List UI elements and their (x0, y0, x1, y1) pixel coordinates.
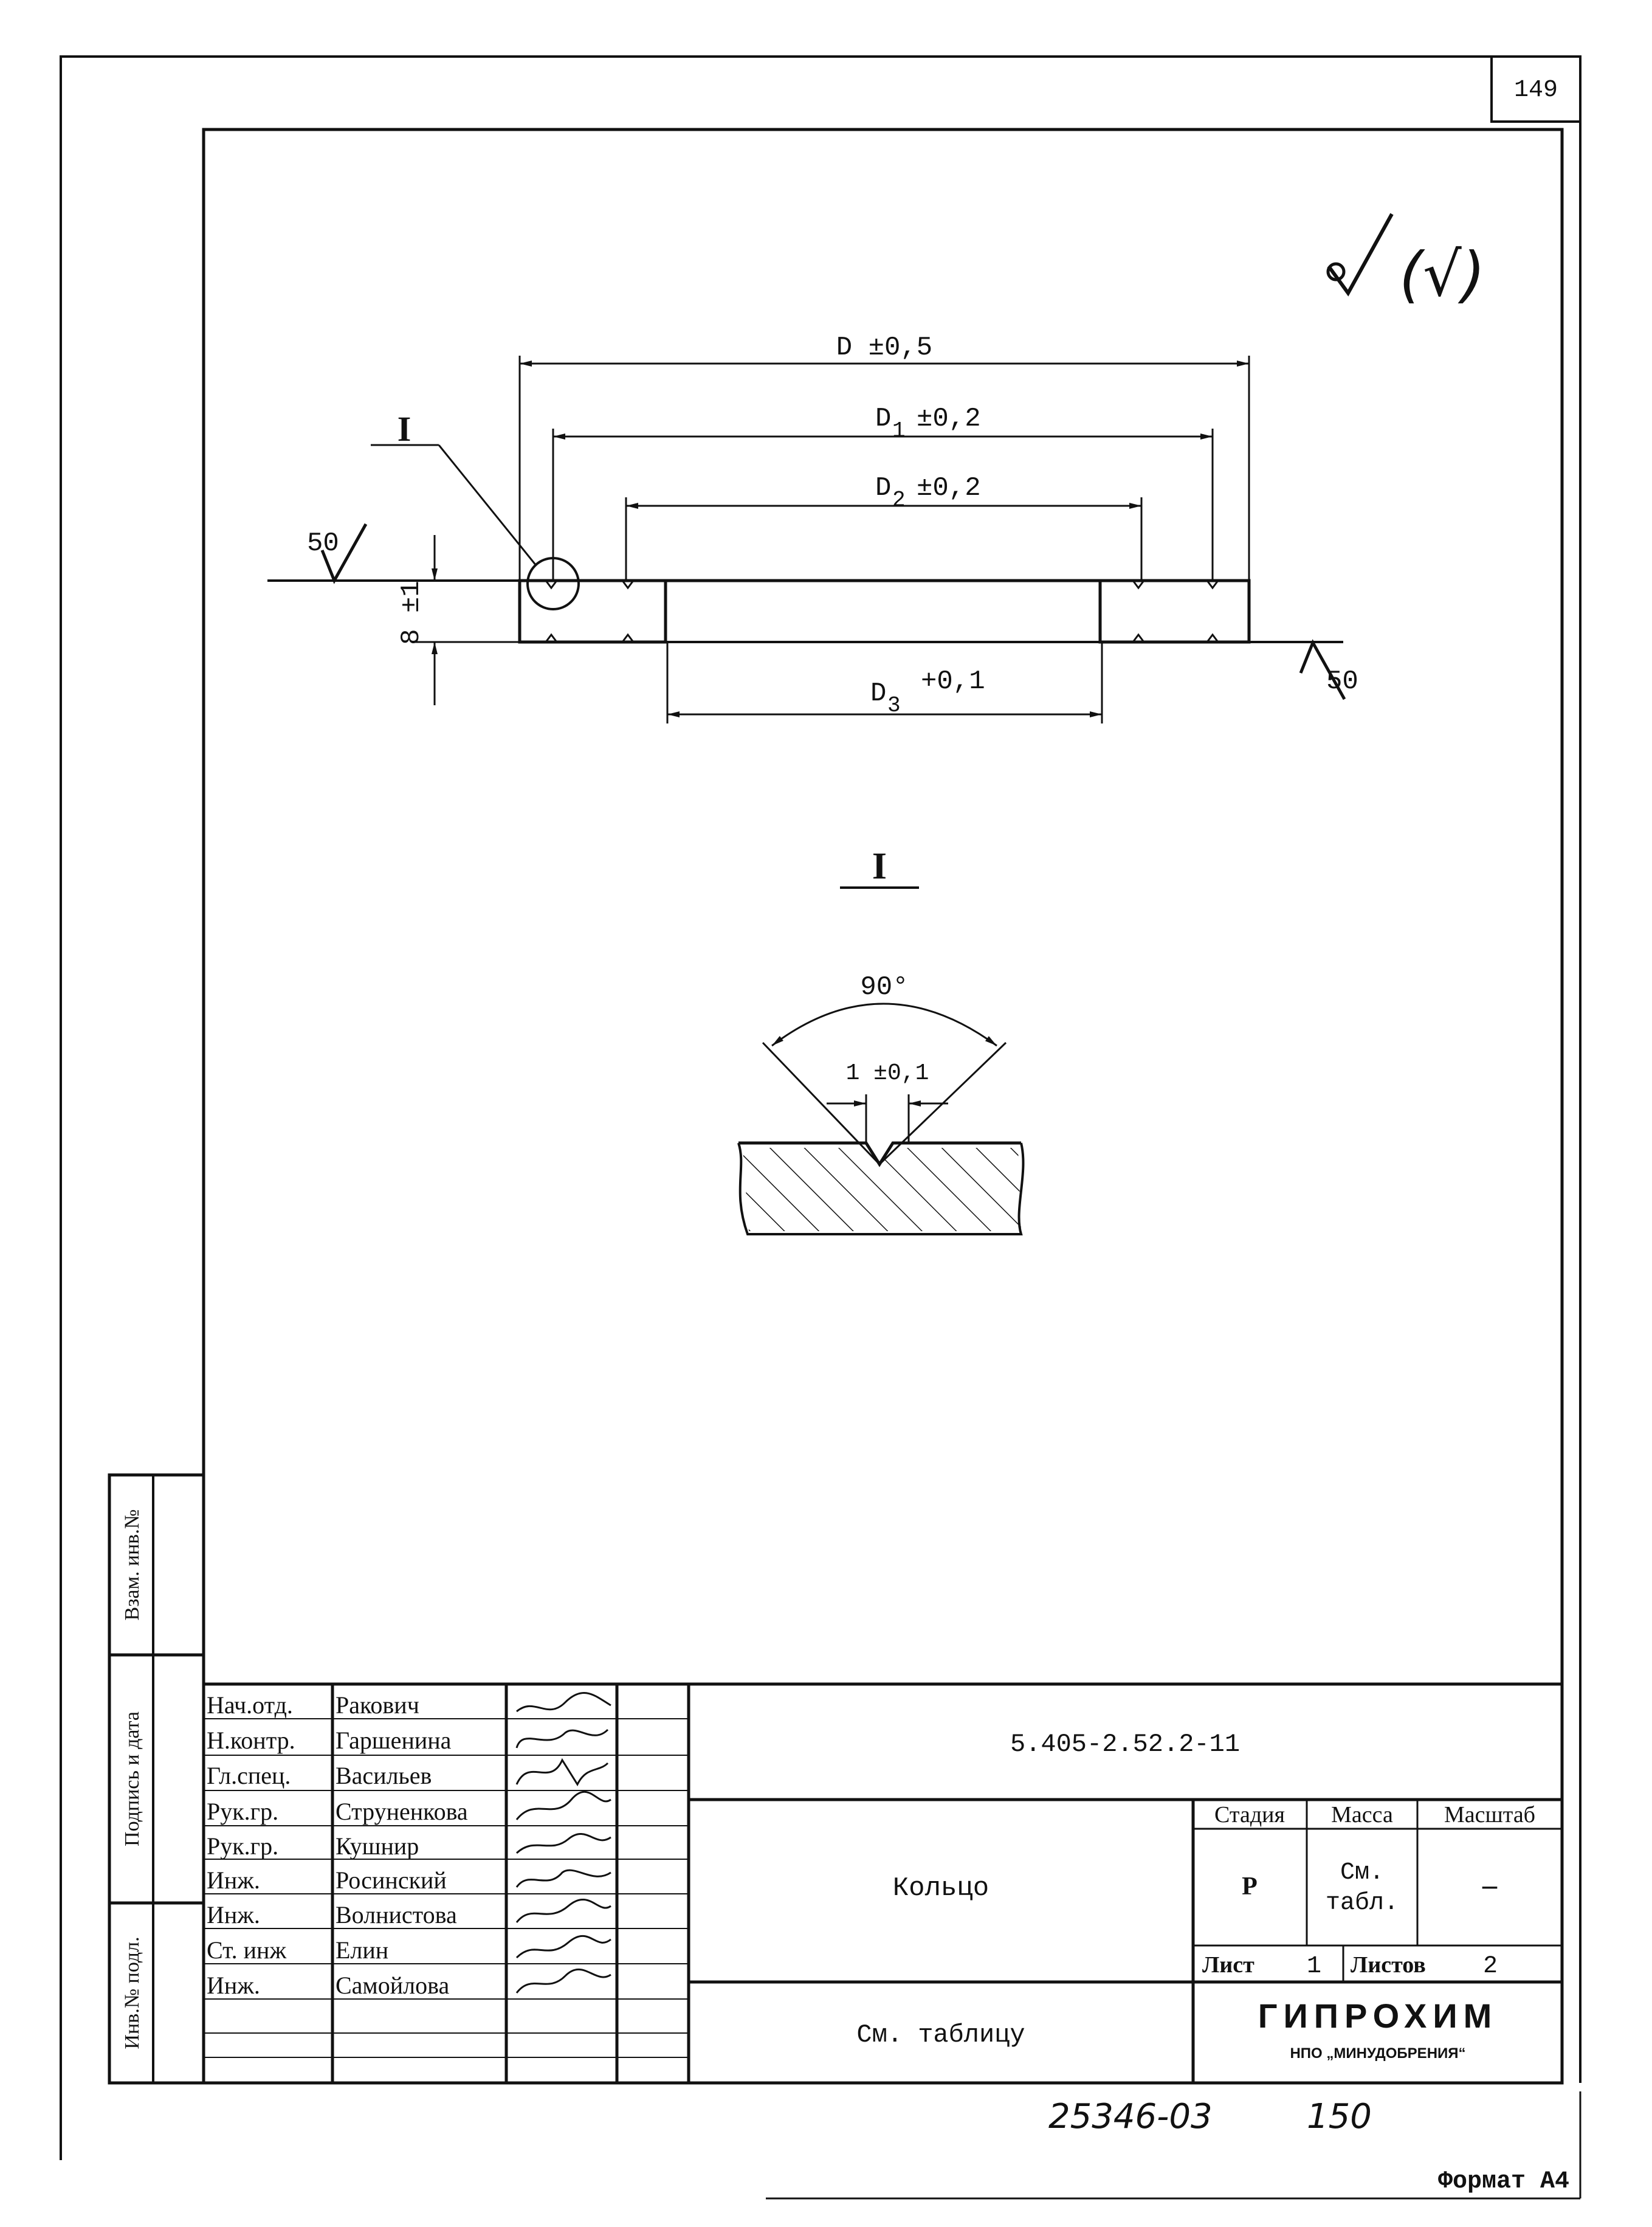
dim-D1-label: D (875, 404, 891, 434)
detail-angle-label: 90° (860, 972, 908, 1003)
material: См. таблицу (856, 2020, 1025, 2049)
side-stamp-podpis: Подпись и дата (121, 1711, 143, 1846)
title-block: Нач.отд. Ракович Н.контр. Гаршенина Гл.с… (204, 1682, 1562, 2083)
doc-number: 5.405-2.52.2-11 (1010, 1730, 1240, 1759)
archive-page: 150 (1307, 2097, 1372, 2136)
role-6: Инж. (207, 1866, 260, 1894)
mass-label: Масса (1331, 1802, 1393, 1828)
dim-D1: D 1 ±0,2 (553, 404, 1213, 443)
org-subtitle: НПО „МИНУДОБРЕНИЯ“ (1290, 2045, 1465, 2062)
roughness-general: (√) (1326, 213, 1485, 310)
detail-view: I 90° 1 ±0,1 (737, 846, 1025, 1235)
inner-frame (202, 120, 1581, 2200)
sheet-value: 1 (1307, 1953, 1321, 1980)
role-9: Инж. (207, 1972, 260, 1999)
role-4: Рук.гр. (207, 1798, 278, 1825)
scale-value: – (1482, 1869, 1498, 1901)
dim-D2-label: D (875, 473, 891, 503)
name-7: Волнистова (336, 1901, 457, 1928)
signature-grid: Нач.отд. Ракович Н.контр. Гаршенина Гл.с… (204, 1684, 689, 2083)
sheet-label: Лист (1202, 1952, 1254, 1978)
stage-label: Стадия (1214, 1802, 1285, 1828)
dim-D: D ±0,5 (520, 333, 1249, 367)
roughness-bottom: 50 (1299, 639, 1358, 700)
name-3: Васильев (336, 1762, 432, 1789)
dim-D3-tol: +0,1 (921, 666, 985, 697)
side-stamp-vzam: Взам. инв.№ (121, 1509, 143, 1620)
ring-section: I (267, 409, 1343, 644)
dim-D1-sub: 1 (892, 418, 906, 443)
dim-D3-sub: 3 (887, 693, 901, 718)
format-label: Формат А4 (1438, 2168, 1569, 2195)
name-1: Ракович (336, 1691, 419, 1719)
dim-thickness-label: 8 ±1 (396, 581, 427, 645)
role-5: Рук.гр. (207, 1832, 278, 1860)
role-8: Ст. инж (207, 1936, 286, 1964)
outer-frame (60, 55, 1492, 2160)
roughness-general-label: (√) (1399, 239, 1485, 310)
sheets-value: 2 (1483, 1953, 1498, 1980)
part-name: Кольцо (893, 1873, 989, 1904)
side-stamp-inv-podl: Инв.№ подл. (121, 1936, 143, 2049)
name-8: Елин (336, 1936, 388, 1964)
dim-D2-tol: ±0,2 (917, 473, 981, 503)
dim-D1-tol: ±0,2 (917, 404, 981, 434)
mass-value-2: табл. (1326, 1890, 1399, 1917)
roughness-top: 50 (307, 523, 368, 584)
dim-D2-sub: 2 (892, 488, 906, 513)
detail-width-label: 1 ±0,1 (846, 1060, 929, 1086)
role-3: Гл.спец. (207, 1762, 291, 1789)
extension-lines (518, 356, 1250, 723)
dim-thickness: 8 ±1 (396, 535, 438, 705)
org-name: ГИПРОХИМ (1258, 1997, 1498, 2035)
archive-number: 25346-03 (1048, 2097, 1213, 2136)
sheets-label: Листов (1351, 1952, 1426, 1978)
page-number: 149 (1514, 77, 1558, 104)
stage-value: Р (1242, 1873, 1258, 1901)
dim-D2: D 2 ±0,2 (626, 473, 1141, 513)
side-stamp: Взам. инв.№ Подпись и дата Инв.№ подл. (108, 1473, 205, 2085)
role-1: Нач.отд. (207, 1691, 293, 1719)
dim-D3-label: D (870, 678, 886, 709)
name-5: Кушнир (336, 1832, 419, 1860)
name-6: Росинский (336, 1866, 447, 1894)
roughness-top-label: 50 (307, 528, 339, 559)
dim-D-label: D ±0,5 (836, 333, 932, 363)
role-2: Н.контр. (207, 1727, 295, 1754)
page-number-box: 149 (1490, 55, 1581, 123)
name-9: Самойлова (336, 1972, 449, 1999)
name-2: Гаршенина (336, 1727, 452, 1754)
roughness-bottom-label: 50 (1326, 666, 1358, 697)
detail-callout-label: I (398, 409, 411, 449)
mass-value-1: См. (1340, 1859, 1384, 1887)
scale-label: Масштаб (1444, 1802, 1535, 1828)
dim-D3: D 3 +0,1 (667, 666, 1102, 718)
name-4: Струненкова (336, 1798, 468, 1825)
detail-title: I (872, 846, 887, 887)
role-7: Инж. (207, 1901, 260, 1928)
handwritten-signatures (515, 1691, 611, 1994)
